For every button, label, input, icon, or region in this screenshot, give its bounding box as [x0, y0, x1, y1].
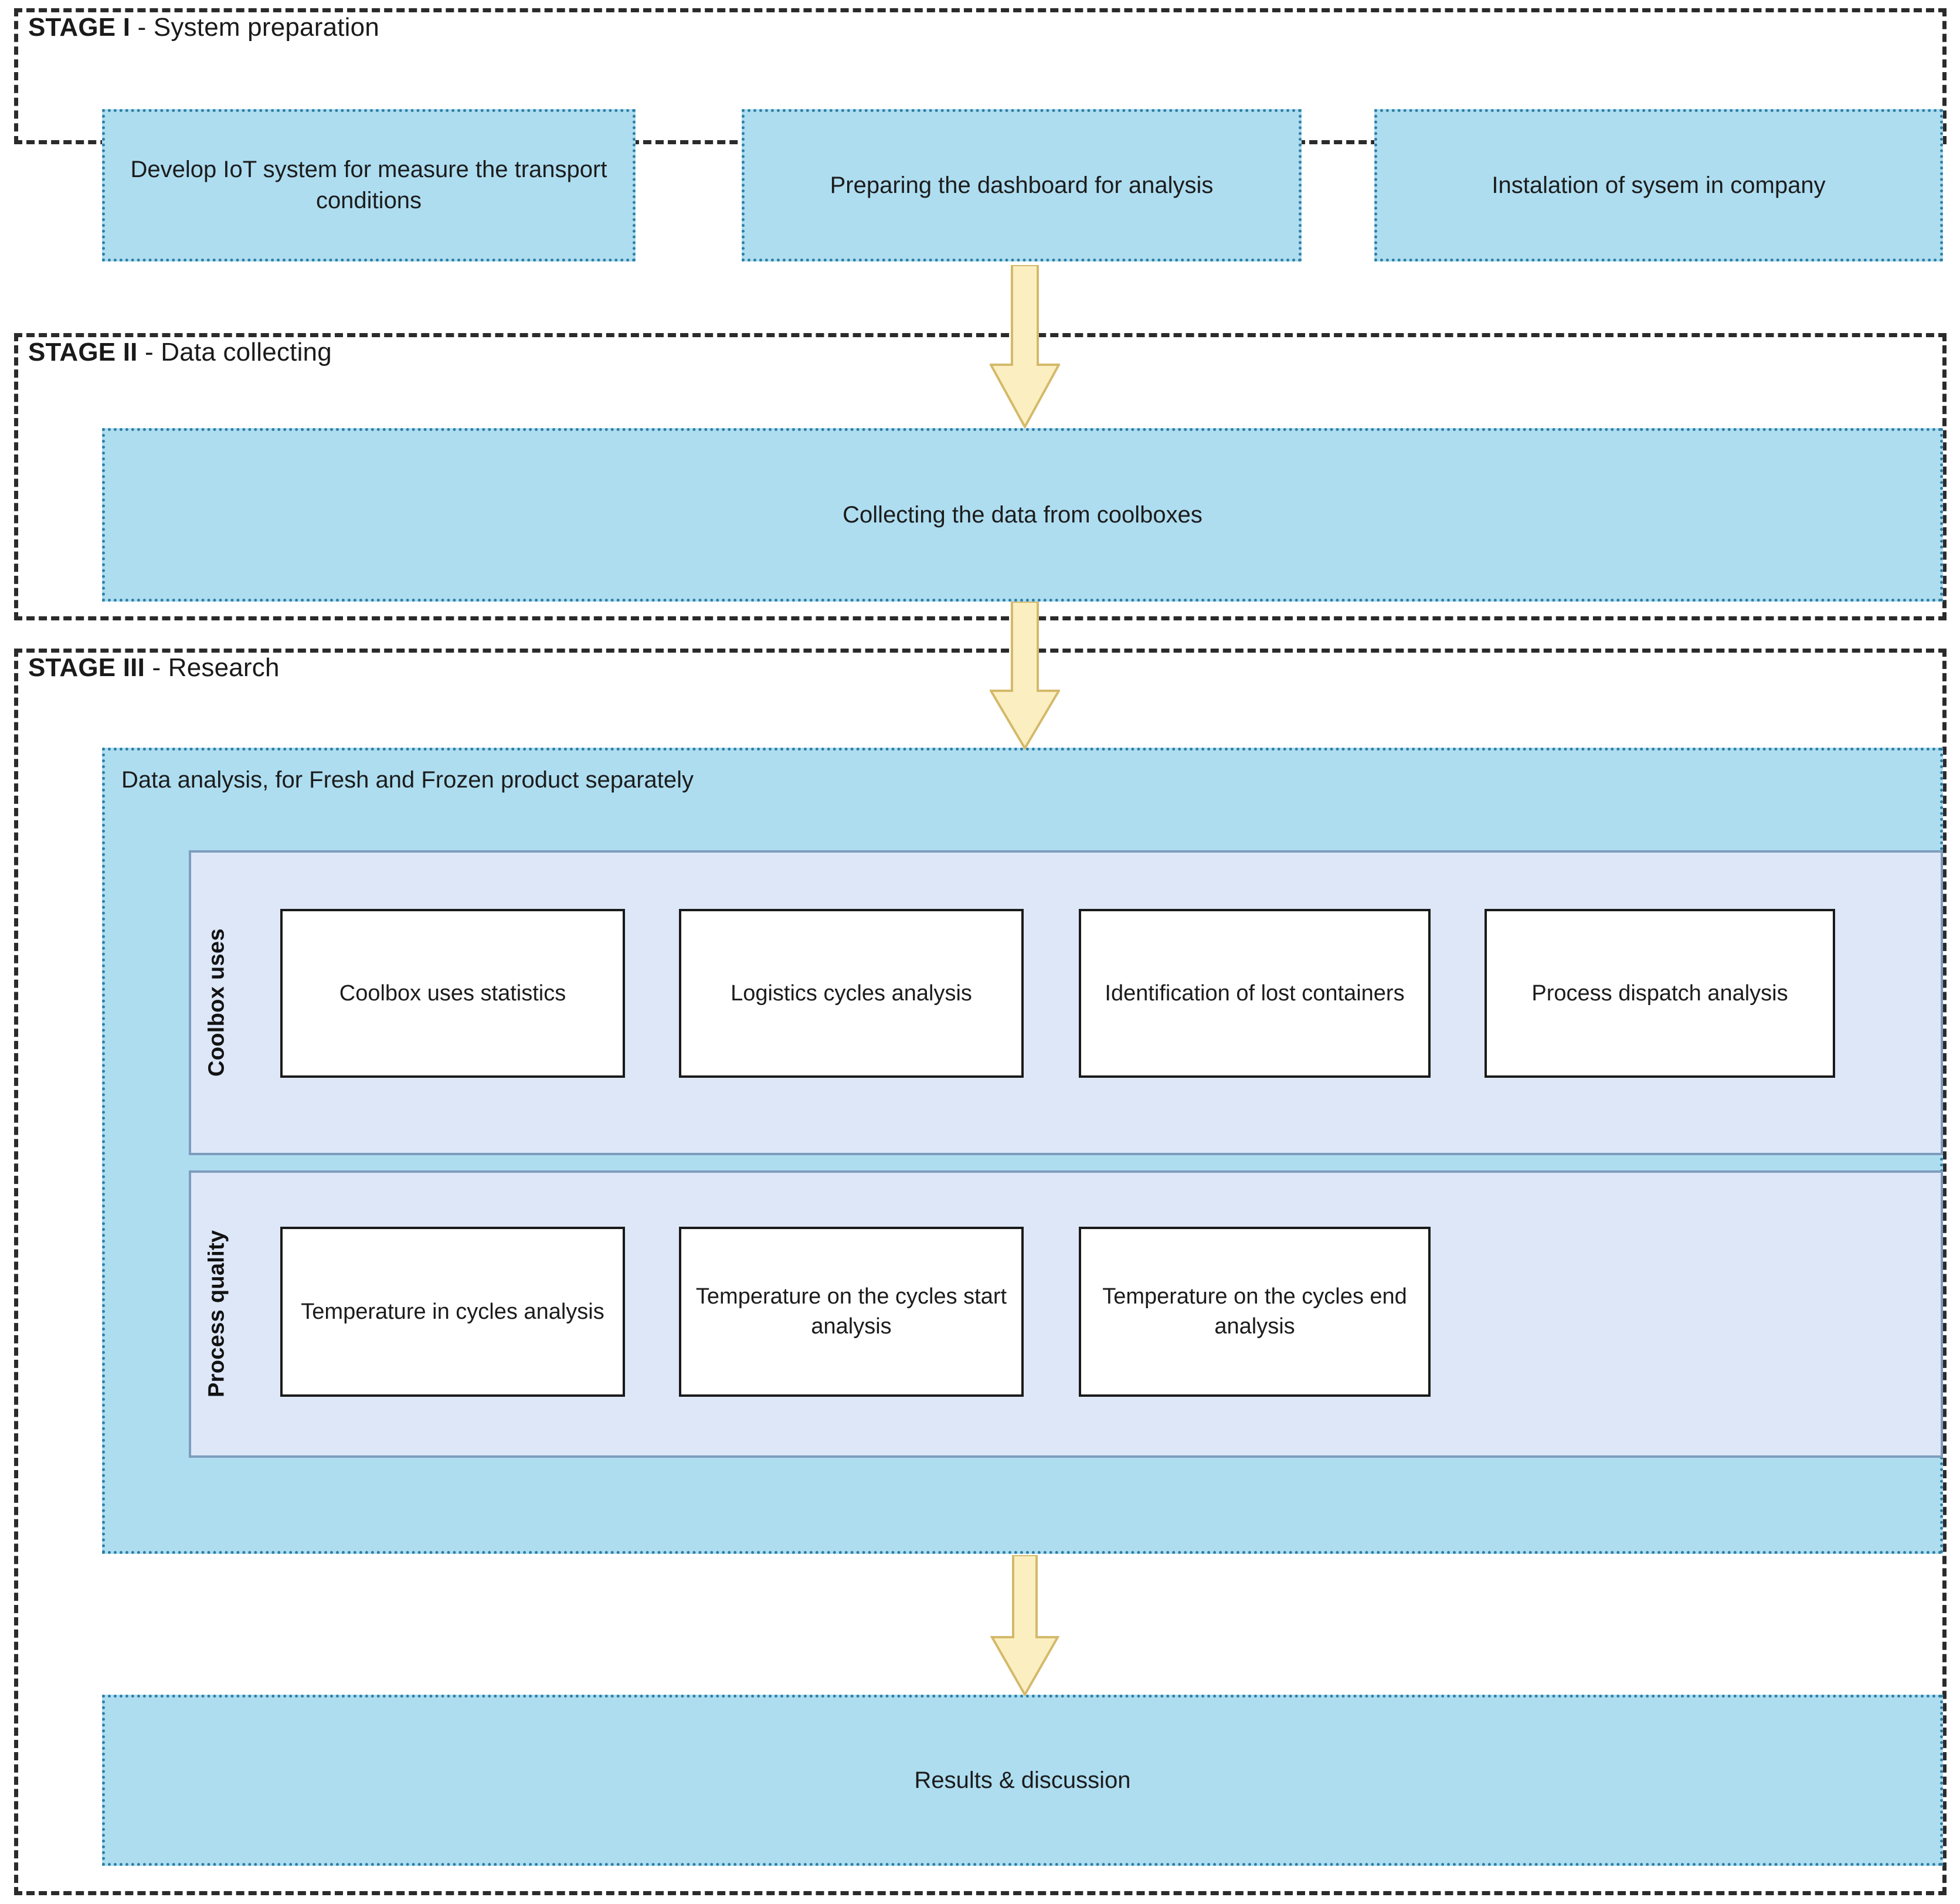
stage-3-box-results-discussion[interactable]: Results & discussion: [102, 1695, 1943, 1866]
stage-1-box-develop-iot[interactable]: Develop IoT system for measure the trans…: [102, 109, 636, 262]
stage-2-box-collecting-data-label: Collecting the data from coolboxes: [843, 501, 1203, 528]
stage-3-title: STAGE III - Research: [28, 653, 280, 683]
stage-2-title-strong: STAGE II: [28, 338, 138, 366]
stage-2-container: [14, 333, 1947, 620]
leaf-process-dispatch-analysis[interactable]: Process dispatch analysis: [1485, 909, 1835, 1078]
leaf-temperature-cycles-start-analysis[interactable]: Temperature on the cycles start analysis: [679, 1227, 1024, 1397]
stage-2-box-collecting-data[interactable]: Collecting the data from coolboxes: [102, 428, 1943, 602]
leaf-logistics-cycles-analysis-label: Logistics cycles analysis: [731, 980, 972, 1006]
group-label-coolbox-uses: Coolbox uses: [199, 862, 235, 1143]
leaf-identification-lost-containers[interactable]: Identification of lost containers: [1079, 909, 1431, 1078]
stage-1-box-installation-label: Instalation of sysem in company: [1492, 172, 1826, 198]
arrow-analysis-to-results: [990, 1555, 1060, 1696]
leaf-temperature-in-cycles-analysis[interactable]: Temperature in cycles analysis: [280, 1227, 625, 1397]
arrow-stage2-to-stage3: [990, 602, 1060, 749]
leaf-coolbox-uses-statistics[interactable]: Coolbox uses statistics: [280, 909, 625, 1078]
stage-1-title: STAGE I - System preparation: [28, 13, 379, 42]
leaf-temperature-in-cycles-analysis-label: Temperature in cycles analysis: [301, 1299, 604, 1324]
leaf-temperature-cycles-end-analysis[interactable]: Temperature on the cycles end analysis: [1079, 1227, 1431, 1397]
arrow-stage1-to-stage2: [990, 265, 1060, 428]
stage-1-box-prepare-dashboard-label: Preparing the dashboard for analysis: [830, 172, 1214, 198]
stage-1-title-rest: - System preparation: [130, 13, 379, 42]
leaf-temperature-cycles-end-analysis-label: Temperature on the cycles end analysis: [1102, 1284, 1407, 1339]
stage-3-title-strong: STAGE III: [28, 653, 145, 682]
stage-1-box-develop-iot-label: Develop IoT system for measure the trans…: [130, 157, 607, 213]
arrow-down-icon: [990, 1555, 1060, 1696]
stage-2-title-rest: - Data collecting: [137, 338, 332, 366]
stage-1-box-prepare-dashboard[interactable]: Preparing the dashboard for analysis: [742, 109, 1302, 262]
leaf-temperature-cycles-start-analysis-label: Temperature on the cycles start analysis: [695, 1284, 1007, 1339]
arrow-down-icon: [990, 265, 1060, 428]
stage-3-box-results-discussion-label: Results & discussion: [914, 1767, 1131, 1793]
stage-3-analysis-title: Data analysis, for Fresh and Frozen prod…: [121, 767, 694, 793]
stage-1-box-installation[interactable]: Instalation of sysem in company: [1374, 109, 1943, 262]
stage-3-title-rest: - Research: [145, 653, 280, 682]
stage-1-title-strong: STAGE I: [28, 13, 131, 42]
leaf-identification-lost-containers-label: Identification of lost containers: [1105, 980, 1405, 1006]
stage-2-title: STAGE II - Data collecting: [28, 338, 332, 367]
leaf-logistics-cycles-analysis[interactable]: Logistics cycles analysis: [679, 909, 1024, 1078]
leaf-process-dispatch-analysis-label: Process dispatch analysis: [1531, 980, 1788, 1006]
leaf-coolbox-uses-statistics-label: Coolbox uses statistics: [339, 980, 566, 1006]
group-label-process-quality: Process quality: [199, 1185, 235, 1443]
group-label-coolbox-uses-text: Coolbox uses: [204, 928, 229, 1077]
arrow-down-icon: [990, 602, 1060, 749]
stage-3-container: [14, 649, 1947, 1895]
group-label-process-quality-text: Process quality: [204, 1230, 229, 1397]
